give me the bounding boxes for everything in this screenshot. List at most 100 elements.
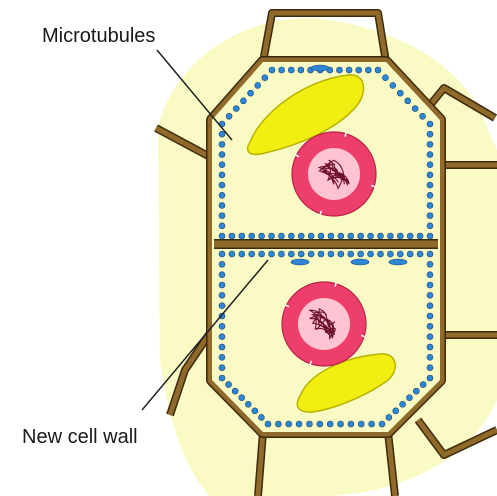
microtubule-dot [407,233,413,239]
microtubule-dot [239,251,245,257]
microtubule-dot [420,113,426,119]
microtubule-dot [358,251,364,257]
microtubule-dot [219,192,225,198]
microtubule-dot [239,233,245,239]
microtubule-dot [417,233,423,239]
microtubule-dot [249,251,255,257]
microtubule-dot [427,172,433,178]
microtubule-dot [219,303,225,309]
microtubule-dot [427,261,433,267]
microtubule-dot [259,251,265,257]
microtubule-dot [239,395,245,401]
microtubule-dot [229,251,235,257]
microtubule-dot [377,233,383,239]
microtubule-dot [219,261,225,267]
microtubule-dot [382,75,388,81]
microtubule-dot [427,141,433,147]
microtubule-dot [368,233,374,239]
microtubule-dot [258,414,264,420]
microtubule-dash [389,259,407,265]
microtubule-dot [427,334,433,340]
microtubule-dot [252,408,258,414]
microtubule-dot [427,313,433,319]
microtubule-dot [308,251,314,257]
microtubule-dot [296,421,302,427]
microtubule-dot [278,233,284,239]
microtubule-dot [400,401,406,407]
microtubule-dot [375,67,381,73]
microtubule-dot [387,251,393,257]
microtubule-dot [427,282,433,288]
microtubule-dot [427,152,433,158]
microtubule-dot [397,233,403,239]
microtubule-dot [248,90,254,96]
microtubule-dash [311,65,329,71]
microtubule-dot [405,98,411,104]
microtubule-dot [219,162,225,168]
microtubule-dot [308,233,314,239]
microtubule-dot [317,421,323,427]
microtubule-dot [427,192,433,198]
microtubule-dot [269,233,275,239]
microtubule-dot [298,67,304,73]
microtubule-dot [427,202,433,208]
microtubule-dot [427,233,433,239]
microtubule-dot [226,113,232,119]
microtubule-dot [219,251,225,257]
microtubule-dot [406,395,412,401]
microtubule-dot [219,272,225,278]
microtubule-dot [427,292,433,298]
microtubule-dot [377,251,383,257]
microtubule-dot [358,421,364,427]
microtubule-dot [369,421,375,427]
microtubule-dot [219,202,225,208]
microtubule-dot [219,152,225,158]
microtubule-dot [427,162,433,168]
microtubule-dot [356,67,362,73]
microtubule-dot [233,106,239,112]
microtubule-dot [368,251,374,257]
microtubule-dot [365,67,371,73]
microtubule-dot [407,251,413,257]
microtubule-dot [427,323,433,329]
microtubule-dot [219,141,225,147]
microtubule-dot [298,251,304,257]
microtubule-dot [427,365,433,371]
microtubule-dot [306,421,312,427]
microtubule-dot [427,182,433,188]
nucleus-top [292,132,376,216]
microtubule-dot [338,251,344,257]
microtubule-dot [348,233,354,239]
microtubule-dot [288,67,294,73]
microtubule-dot [269,67,275,73]
microtubule-dot [318,251,324,257]
microtubule-dot [229,233,235,239]
new-cell-wall-label: New cell wall [22,426,138,448]
microtubule-dot [219,223,225,229]
microtubule-dot [245,401,251,407]
microtubule-dot [232,388,238,394]
microtubule-dot [427,251,433,257]
microtubule-dot [265,421,271,427]
microtubule-dot [413,388,419,394]
microtubule-dot [390,82,396,88]
microtubule-dot [397,251,403,257]
microtubule-dot [219,354,225,360]
microtubule-dot [259,233,265,239]
microtubule-dot [328,251,334,257]
microtubule-dot [219,334,225,340]
microtubule-dot [219,323,225,329]
microtubule-dot [427,303,433,309]
microtubule-dot [327,421,333,427]
microtubule-dot [278,251,284,257]
microtubule-dot [427,131,433,137]
neighbour-wall-bottom-left [258,432,263,496]
microtubule-dot [219,365,225,371]
microtubule-dot [219,375,225,381]
microtubule-dot [427,344,433,350]
microtubule-dot [219,172,225,178]
nucleus-bottom [282,282,366,366]
microtubule-dot [338,421,344,427]
microtubule-dot [219,213,225,219]
microtubule-dash [351,259,369,265]
